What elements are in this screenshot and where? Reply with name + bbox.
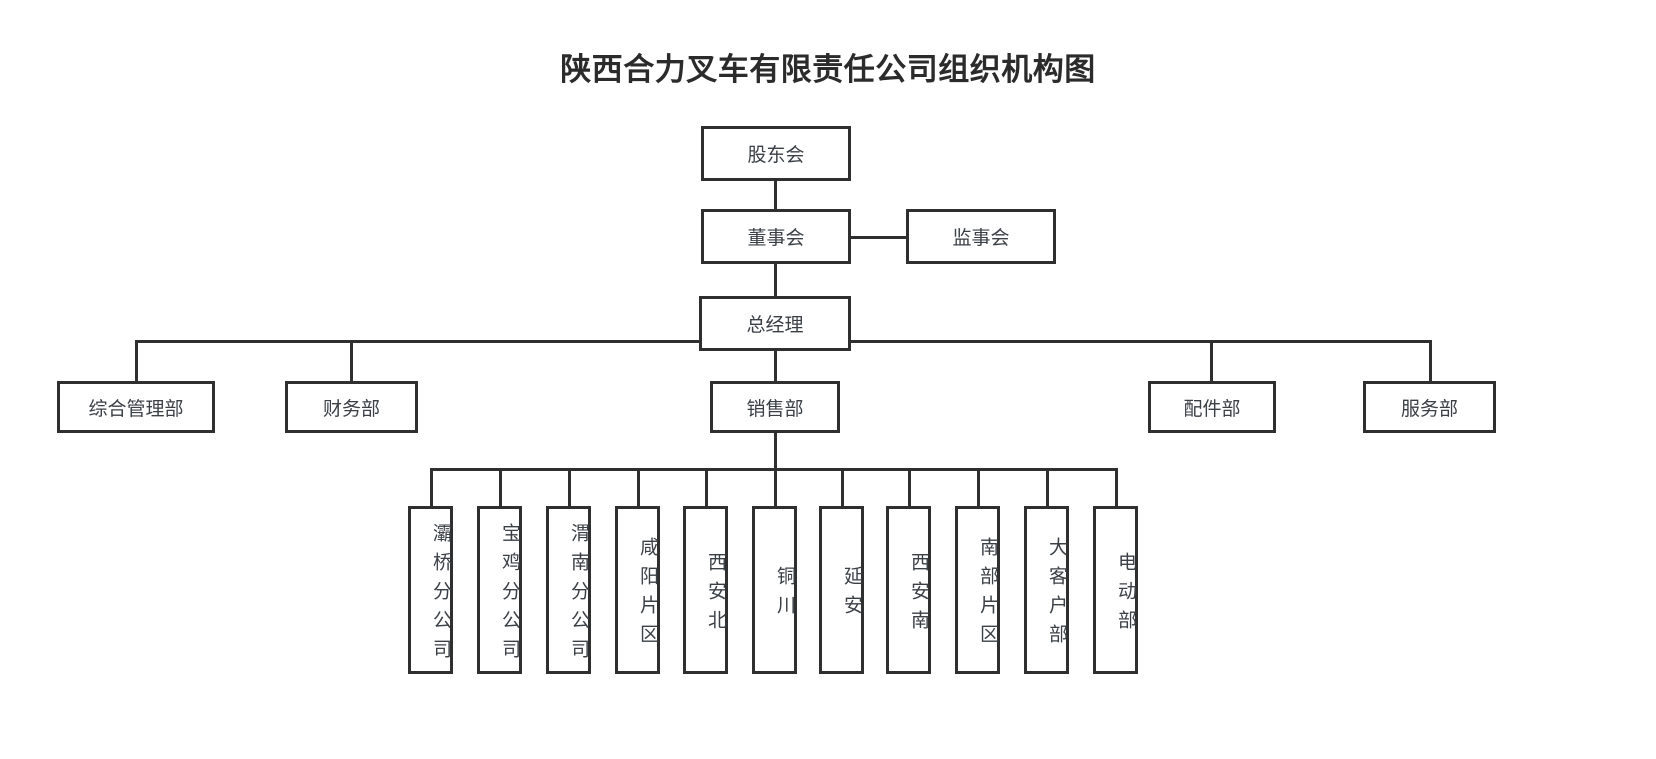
node-general-manager[interactable]: 总经理 <box>699 296 851 351</box>
connector-salesbus-to-unit-4 <box>637 468 640 506</box>
node-sales-unit-tongchuan[interactable]: 铜川 <box>752 506 797 674</box>
connector-bus-to-dept-2 <box>350 340 353 382</box>
node-sales-unit-xianyang[interactable]: 咸阳片区 <box>615 506 660 674</box>
node-department-sales[interactable]: 销售部 <box>710 381 840 433</box>
node-sales-unit-south-region[interactable]: 南部片区 <box>955 506 1000 674</box>
connector-board-to-gm <box>774 263 777 298</box>
node-sales-unit-yanan[interactable]: 延安 <box>819 506 864 674</box>
connector-board-to-supervisors <box>850 236 908 239</box>
connector-gm-to-sales <box>774 349 777 382</box>
connector-sales-bus <box>430 468 1115 471</box>
node-department-general-management[interactable]: 综合管理部 <box>57 381 215 433</box>
node-sales-unit-weinan[interactable]: 渭南分公司 <box>546 506 591 674</box>
connector-salesbus-to-unit-3 <box>568 468 571 506</box>
node-sales-unit-key-accounts[interactable]: 大客户部 <box>1024 506 1069 674</box>
node-department-parts[interactable]: 配件部 <box>1148 381 1276 433</box>
node-department-finance[interactable]: 财务部 <box>285 381 418 433</box>
connector-shareholders-to-board <box>774 180 777 212</box>
connector-salesbus-to-unit-2 <box>499 468 502 506</box>
node-department-service[interactable]: 服务部 <box>1363 381 1496 433</box>
node-board-of-supervisors[interactable]: 监事会 <box>906 209 1056 264</box>
connector-salesbus-to-unit-6 <box>774 468 777 506</box>
connector-salesbus-to-unit-7 <box>841 468 844 506</box>
connector-salesbus-to-unit-1 <box>430 468 433 506</box>
node-sales-unit-xian-north[interactable]: 西安北 <box>683 506 728 674</box>
node-sales-unit-baqiao[interactable]: 灞桥分公司 <box>408 506 453 674</box>
node-sales-unit-electric[interactable]: 电动部 <box>1093 506 1138 674</box>
connector-sales-to-bus <box>774 430 777 470</box>
connector-salesbus-to-unit-8 <box>908 468 911 506</box>
connector-salesbus-to-unit-9 <box>977 468 980 506</box>
page-title: 陕西合力叉车有限责任公司组织机构图 <box>560 52 1096 88</box>
connector-bus-to-dept-1 <box>135 340 138 382</box>
connector-bus-to-dept-4 <box>1210 340 1213 382</box>
connector-salesbus-to-unit-5 <box>705 468 708 506</box>
node-shareholders[interactable]: 股东会 <box>701 126 851 181</box>
connector-salesbus-to-unit-11 <box>1115 468 1118 506</box>
connector-bus-to-dept-5 <box>1429 340 1432 382</box>
node-sales-unit-baoji[interactable]: 宝鸡分公司 <box>477 506 522 674</box>
node-sales-unit-xian-south[interactable]: 西安南 <box>886 506 931 674</box>
connector-salesbus-to-unit-10 <box>1046 468 1049 506</box>
node-board-of-directors[interactable]: 董事会 <box>701 209 851 264</box>
